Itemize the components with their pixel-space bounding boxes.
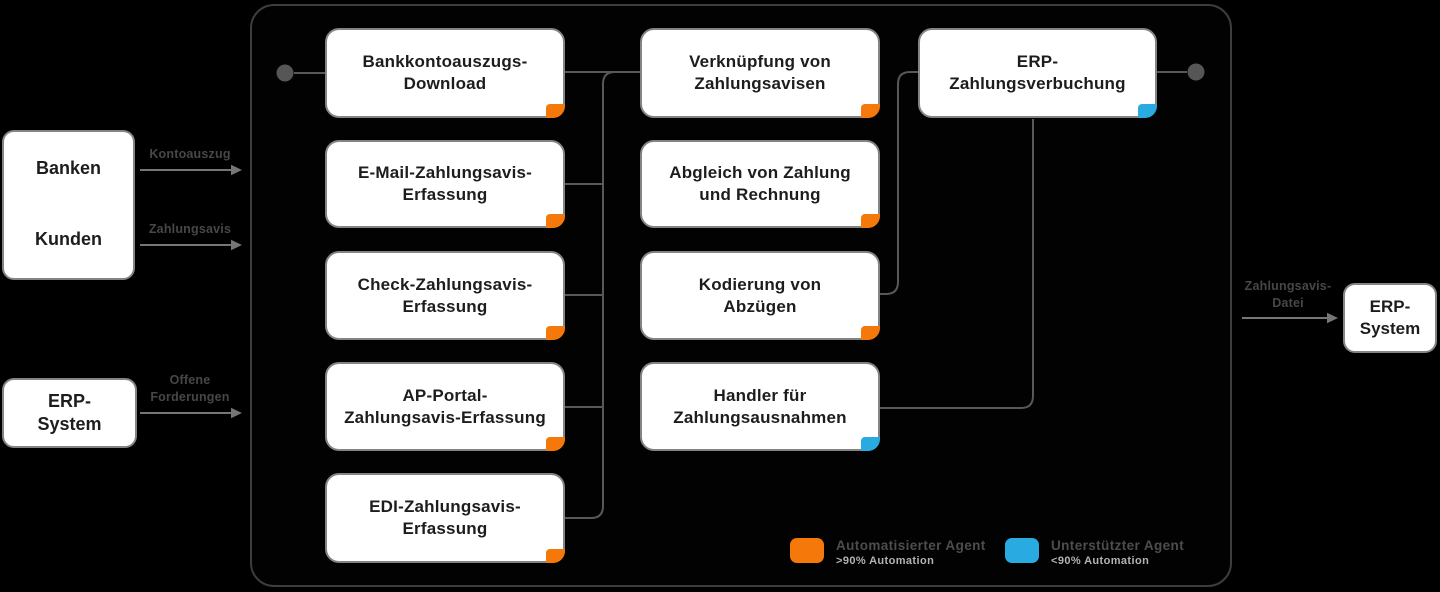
automation-tag [546,437,565,451]
legend-text: Automatisierter Agent >90% Automation [836,538,986,567]
node-label: Handler für Zahlungsausnahmen [673,385,847,427]
node-label: Bankkontoauszugs- Download [362,52,528,93]
node-erp-system-source: ERP- System [2,378,137,448]
node-email-zahlungsavis-erfassung: E-Mail-Zahlungsavis- Erfassung [325,140,565,228]
automation-tag [546,104,565,118]
flow-label-zahlungsavis: Zahlungsavis [148,222,232,236]
node-erp-system-target: ERP- System [1343,283,1437,353]
legend-text: Unterstützter Agent <90% Automation [1051,538,1184,567]
wire-kodierung-to-erp [880,71,918,295]
arrowhead-zahlungsavis-datei [1327,312,1338,324]
node-erp-zahlungsverbuchung: ERP- Zahlungsverbuchung [918,28,1157,118]
flow-label-kontoauszug: Kontoauszug [149,147,231,161]
start-dot [276,64,294,82]
erp-source-label: ERP- System [37,390,102,434]
flow-label-zahlungsavis-datei: Zahlungsavis- Datei [1244,279,1332,310]
node-check-zahlungsavis-erfassung: Check-Zahlungsavis- Erfassung [325,251,565,340]
legend-item-automated: Automatisierter Agent >90% Automation [790,538,986,567]
banken-label: Banken [35,158,102,178]
node-label: Abgleich von Zahlung und Rechnung [669,163,851,204]
assisted-agent-swatch [1005,538,1039,563]
automation-tag [861,437,880,451]
automated-agent-swatch [790,538,824,563]
automation-tag [861,326,880,340]
flow-label-offene-forderungen: Offene Forderungen [150,373,230,404]
node-abgleich-zahlung-rechnung: Abgleich von Zahlung und Rechnung [640,140,880,228]
node-label: Kodierung von Abzügen [698,274,822,316]
automation-tag [546,326,565,340]
node-edi-zahlungsavis-erfassung: EDI-Zahlungsavis- Erfassung [325,473,565,563]
node-label: AP-Portal- Zahlungsavis-Erfassung [344,385,546,427]
arrowhead-kontoauszug [231,164,242,176]
node-ap-portal-zahlungsavis-erfassung: AP-Portal- Zahlungsavis-Erfassung [325,362,565,451]
erp-target-label: ERP- System [1359,296,1421,338]
wire-handler-to-erp [880,119,1034,409]
automation-tag [546,549,565,563]
legend-item-assisted: Unterstützter Agent <90% Automation [1005,538,1184,567]
node-kodierung-von-abzuegen: Kodierung von Abzügen [640,251,880,340]
end-dot [1187,63,1205,81]
node-label: ERP- Zahlungsverbuchung [949,52,1126,93]
legend-title-automated: Automatisierter Agent [836,538,986,553]
automation-tag [546,214,565,228]
wire-intake-bus [565,71,616,519]
legend-subtitle-assisted: <90% Automation [1051,555,1150,567]
legend-subtitle-automated: >90% Automation [836,555,935,567]
node-label: E-Mail-Zahlungsavis- Erfassung [357,163,533,204]
node-label: Check-Zahlungsavis- Erfassung [357,274,533,316]
node-verknuepfung-von-zahlungsavisen: Verknüpfung von Zahlungsavisen [640,28,880,118]
automation-tag [1138,104,1157,118]
arrowhead-offene-forderungen [231,407,242,419]
kunden-label: Kunden [35,228,102,249]
automation-tag [861,104,880,118]
legend-title-assisted: Unterstützter Agent [1051,538,1185,553]
node-bankkontoauszugs-download: Bankkontoauszugs- Download [325,28,565,118]
node-label: EDI-Zahlungsavis- Erfassung [369,497,521,538]
node-banken-kunden: Banken Kunden [2,130,135,280]
node-label: Verknüpfung von Zahlungsavisen [689,52,831,93]
automation-tag [861,214,880,228]
arrowhead-zahlungsavis [231,239,242,251]
node-handler-zahlungsausnahmen: Handler für Zahlungsausnahmen [640,362,880,451]
